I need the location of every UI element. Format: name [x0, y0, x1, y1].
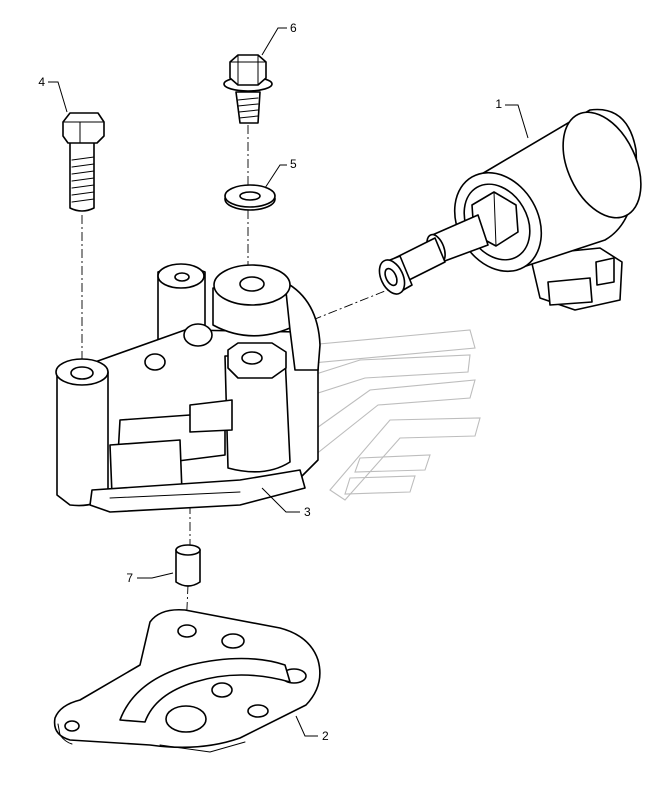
callout-5: 5 [290, 157, 297, 171]
dowel-pin [175, 544, 201, 587]
callout-leaders [48, 27, 529, 737]
solenoid-valve [378, 108, 642, 311]
callout-3: 3 [304, 505, 311, 519]
washer [224, 184, 276, 211]
hex-bolt [62, 112, 105, 212]
gasket-plate [53, 608, 321, 753]
callout-1: 1 [495, 97, 502, 111]
callout-4: 4 [38, 75, 45, 89]
valve-housing [55, 263, 321, 513]
callout-2: 2 [322, 729, 329, 743]
callout-7: 7 [126, 571, 133, 585]
callout-6: 6 [290, 21, 297, 35]
callout-labels: 1 2 3 4 5 6 7 [38, 21, 502, 743]
flange-bolt [223, 54, 273, 124]
